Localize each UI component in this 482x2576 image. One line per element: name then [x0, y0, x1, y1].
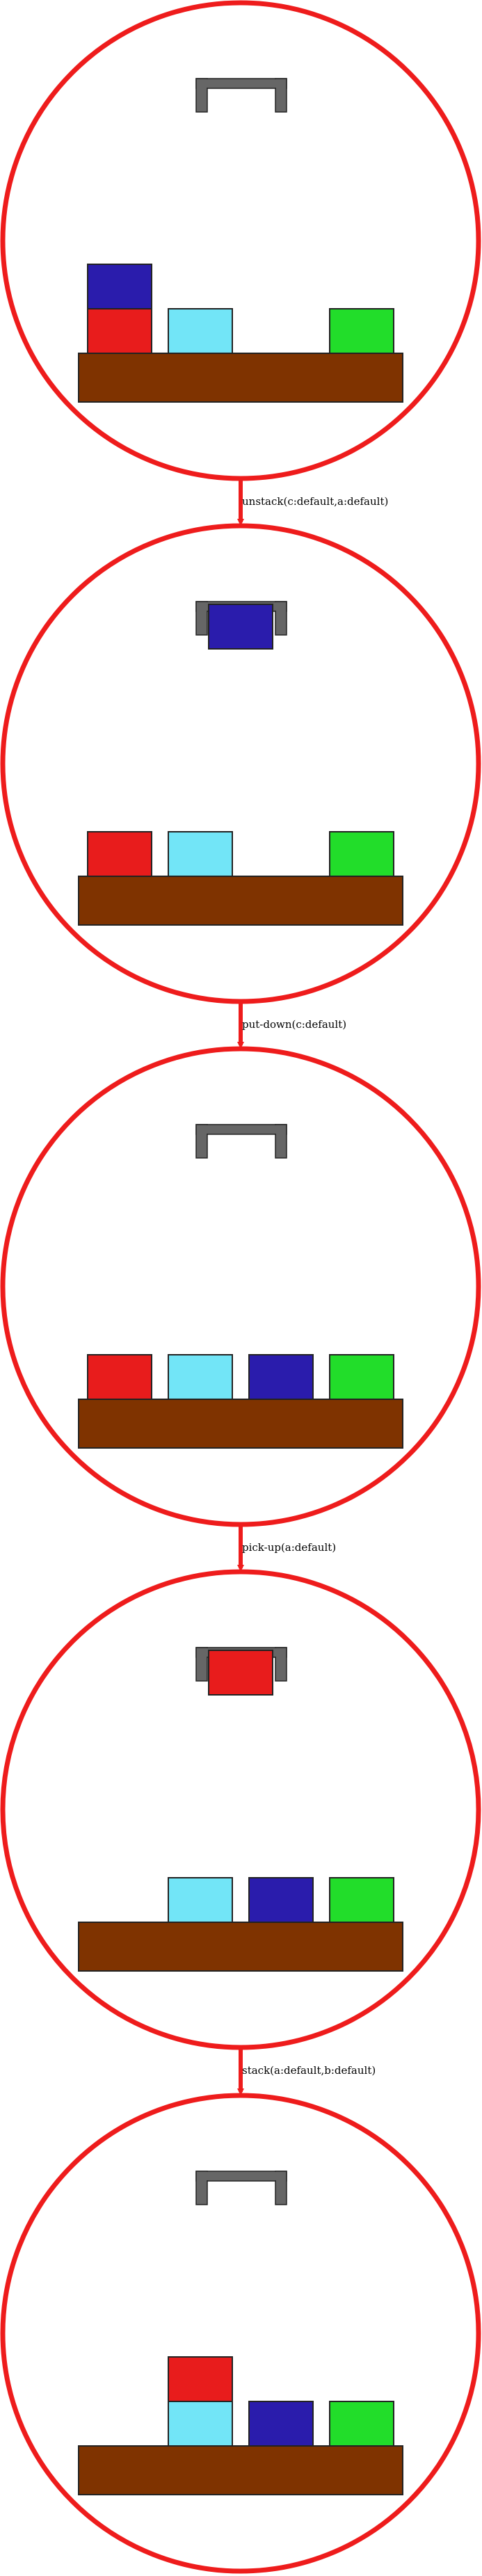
block-a — [168, 2356, 233, 2402]
block-b — [168, 2401, 233, 2447]
transition-1: unstack(c:default,a:default) — [237, 481, 388, 526]
table — [78, 353, 403, 403]
block-d — [329, 308, 394, 354]
gripper — [195, 2171, 287, 2205]
transition-label: unstack(c:default,a:default) — [242, 495, 388, 508]
gripper — [195, 78, 287, 113]
state-2 — [0, 523, 481, 1004]
table — [78, 2445, 403, 2495]
block-b — [168, 1354, 233, 1400]
table — [78, 1399, 403, 1449]
block-b — [168, 831, 233, 877]
block-b — [168, 308, 233, 354]
state-ring — [0, 2093, 481, 2574]
block-d — [329, 2401, 394, 2447]
held-block-c — [208, 604, 273, 650]
state-ring — [0, 1569, 481, 2050]
block-c — [87, 264, 152, 309]
block-c — [248, 2401, 314, 2447]
block-c — [248, 1877, 314, 1923]
gripper — [195, 1124, 287, 1159]
state-4 — [0, 1569, 481, 2050]
transition-4: stack(a:default,b:default) — [237, 2050, 376, 2095]
transitions-layer: unstack(c:default,a:default) put-down(c:d… — [237, 481, 388, 2095]
table — [78, 1922, 403, 1972]
block-d — [329, 831, 394, 877]
transition-label: put-down(c:default) — [242, 1018, 346, 1031]
block-a — [87, 1354, 152, 1400]
state-5 — [0, 2093, 481, 2574]
block-a — [87, 831, 152, 877]
transition-3: pick-up(a:default) — [237, 1527, 336, 1572]
table — [78, 876, 403, 926]
transition-label: stack(a:default,b:default) — [242, 2064, 376, 2077]
transition-label: pick-up(a:default) — [242, 1541, 336, 1554]
block-c — [248, 1354, 314, 1400]
state-ring — [0, 1046, 481, 1527]
block-a — [87, 308, 152, 354]
state-1 — [0, 0, 481, 481]
state-3 — [0, 1046, 481, 1527]
block-b — [168, 1877, 233, 1923]
state-ring — [0, 523, 481, 1004]
block-d — [329, 1354, 394, 1400]
block-d — [329, 1877, 394, 1923]
transition-2: put-down(c:default) — [237, 1004, 346, 1049]
held-block-a — [208, 1650, 273, 1696]
state-ring — [0, 0, 481, 481]
